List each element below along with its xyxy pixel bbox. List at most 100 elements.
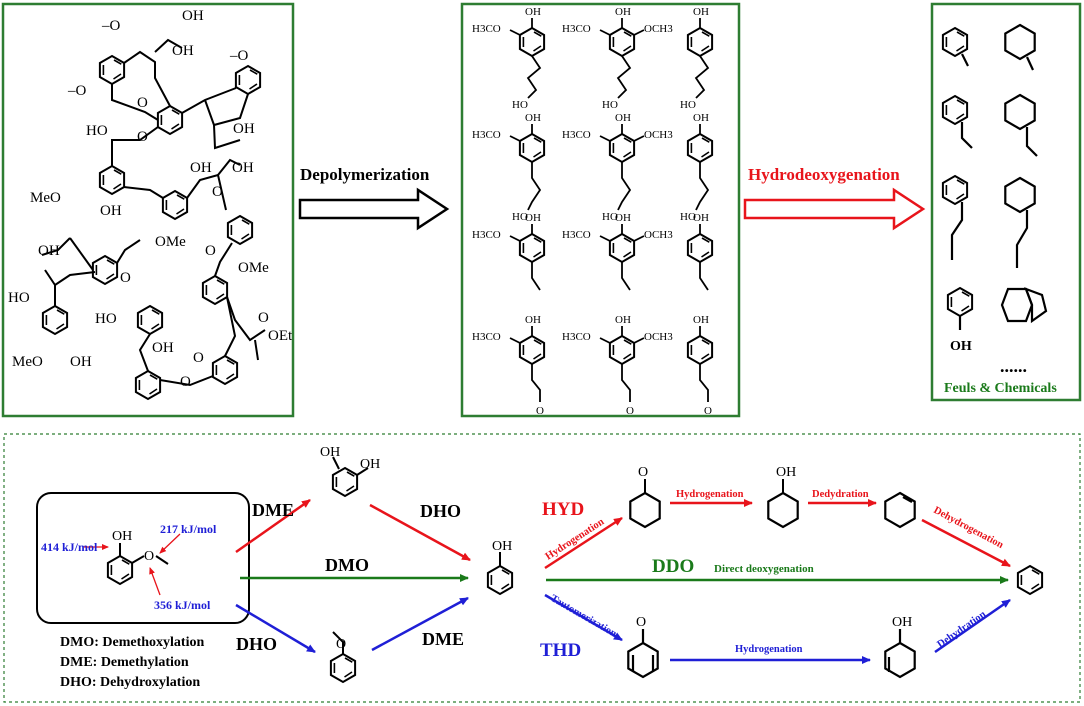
monomer-oh: OH (693, 212, 709, 224)
svg-text:–O: –O (67, 83, 87, 99)
svg-text:O: O (193, 350, 204, 366)
monomer-panel (460, 2, 741, 418)
dehydration-arrow (934, 598, 1011, 654)
monomer-och3: OCH3 (644, 331, 673, 343)
dho-bottom-label: DHO (236, 634, 277, 654)
monomer-h3co: H3CO (562, 331, 591, 343)
ddo-description: Direct deoxygenation (714, 563, 814, 575)
thd-arrow (544, 593, 623, 642)
dme-arrow-top (235, 498, 311, 554)
svg-text:OH: OH (172, 43, 194, 59)
monomer-2-1 (599, 224, 645, 291)
hyd-arrow (544, 516, 623, 570)
abbrev-legend: DMO: Demethoxylation DME: Demethylation … (60, 635, 204, 690)
monomer-ho: HO (602, 211, 618, 223)
monomer-ho: HO (680, 99, 696, 111)
svg-text:HO: HO (95, 311, 117, 327)
depolymerization-label: Depolymerization (300, 165, 430, 184)
svg-text:O: O (120, 270, 131, 286)
thd-label: THD (540, 640, 581, 661)
svg-text:OH: OH (70, 354, 92, 370)
monomer-ho: HO (512, 211, 528, 223)
dho-arrow-bottom (235, 603, 316, 654)
monomer-0-0 (509, 18, 546, 99)
dehydrogenation-arrow (921, 518, 1011, 568)
svg-text:O: O (180, 374, 191, 390)
monomer-h3co: H3CO (562, 23, 591, 35)
monomer-2-0 (509, 224, 546, 291)
svg-text:DMO: Demethoxylation: DMO: Demethoxylation (60, 635, 204, 650)
phenol-structure (486, 565, 514, 595)
cyclohexanol-structure (767, 491, 799, 529)
monomer-o: O (626, 405, 634, 417)
svg-text:OH: OH (232, 160, 254, 176)
monomer-3-0 (509, 326, 546, 402)
svg-text:OH: OH (233, 121, 255, 137)
svg-text:OMe: OMe (155, 234, 186, 250)
benzene-structure (1016, 565, 1044, 595)
cyclohexene-structure (884, 491, 916, 529)
monomer-h3co: H3CO (562, 229, 591, 241)
hydrogenation-bottom-label: Hydrogenation (735, 644, 803, 655)
cyclohexadienol-structure (884, 629, 916, 679)
dme-bottom-label: DME (422, 629, 464, 649)
product-structures (941, 23, 1048, 330)
monomer-ho: HO (680, 211, 696, 223)
dho-arrow-top (369, 503, 471, 562)
cyclohexadienone-structure (627, 629, 659, 679)
monomer-oh: OH (525, 212, 541, 224)
dho-top-label: DHO (420, 501, 461, 521)
monomer-oh: OH (693, 314, 709, 326)
monomer-h3co: H3CO (562, 129, 591, 141)
monomer-h3co: H3CO (472, 331, 501, 343)
monomer-oh: OH (525, 6, 541, 18)
guaiacol-o: O (144, 549, 154, 564)
bde-oh: 414 kJ/mol (41, 540, 98, 554)
monomer-h3co: H3CO (472, 229, 501, 241)
hyd-hydrogenation-label: Hydrogenation (544, 516, 607, 562)
monomer-1-0 (509, 124, 546, 211)
monomer-och3: OCH3 (644, 129, 673, 141)
monomer-1-2 (686, 124, 714, 211)
cyclohexanone-o: O (638, 465, 648, 480)
tautomerization-label: Tautomerization (549, 593, 619, 640)
dehydration-label: Dehydration (935, 609, 988, 651)
monomer-3-1 (599, 326, 645, 402)
monomer-2-2 (686, 224, 714, 291)
monomer-oh: OH (615, 212, 631, 224)
svg-text:–O: –O (229, 48, 249, 64)
monomer-1-1 (599, 124, 645, 211)
svg-text:HO: HO (8, 290, 30, 306)
lignin-structure (41, 38, 266, 400)
hydrodeoxygenation-label: Hydrodeoxygenation (748, 165, 900, 184)
catechol-oh1: OH (320, 445, 340, 460)
dme-arrow-bottom (371, 596, 469, 652)
svg-text:OH: OH (182, 8, 204, 24)
svg-text:O: O (137, 95, 148, 111)
monomer-o: O (536, 405, 544, 417)
svg-text:OMe: OMe (238, 260, 269, 276)
phenol-oh-label: OH (950, 339, 972, 354)
monomer-ho: HO (512, 99, 528, 111)
monomer-ho: HO (602, 99, 618, 111)
svg-text:O: O (258, 310, 269, 326)
monomer-oh: OH (615, 6, 631, 18)
guaiacol-oh: OH (112, 529, 132, 544)
monomer-oh: OH (693, 112, 709, 124)
anisole-structure (329, 653, 357, 683)
phenol-oh: OH (492, 539, 512, 554)
products-panel (930, 2, 1082, 402)
products-caption: Feuls & Chemicals (944, 381, 1057, 396)
svg-text:O: O (205, 243, 216, 259)
more-products-dots: ...... (1000, 356, 1027, 376)
bde-ar-o: 356 kJ/mol (154, 598, 211, 612)
monomer-och3: OCH3 (644, 229, 673, 241)
ddo-label: DDO (652, 556, 694, 577)
dmo-label: DMO (325, 555, 369, 575)
anisole-o: O (336, 637, 346, 652)
monomer-oh: OH (615, 314, 631, 326)
svg-text:O: O (212, 184, 223, 200)
monomer-0-1 (599, 18, 645, 99)
